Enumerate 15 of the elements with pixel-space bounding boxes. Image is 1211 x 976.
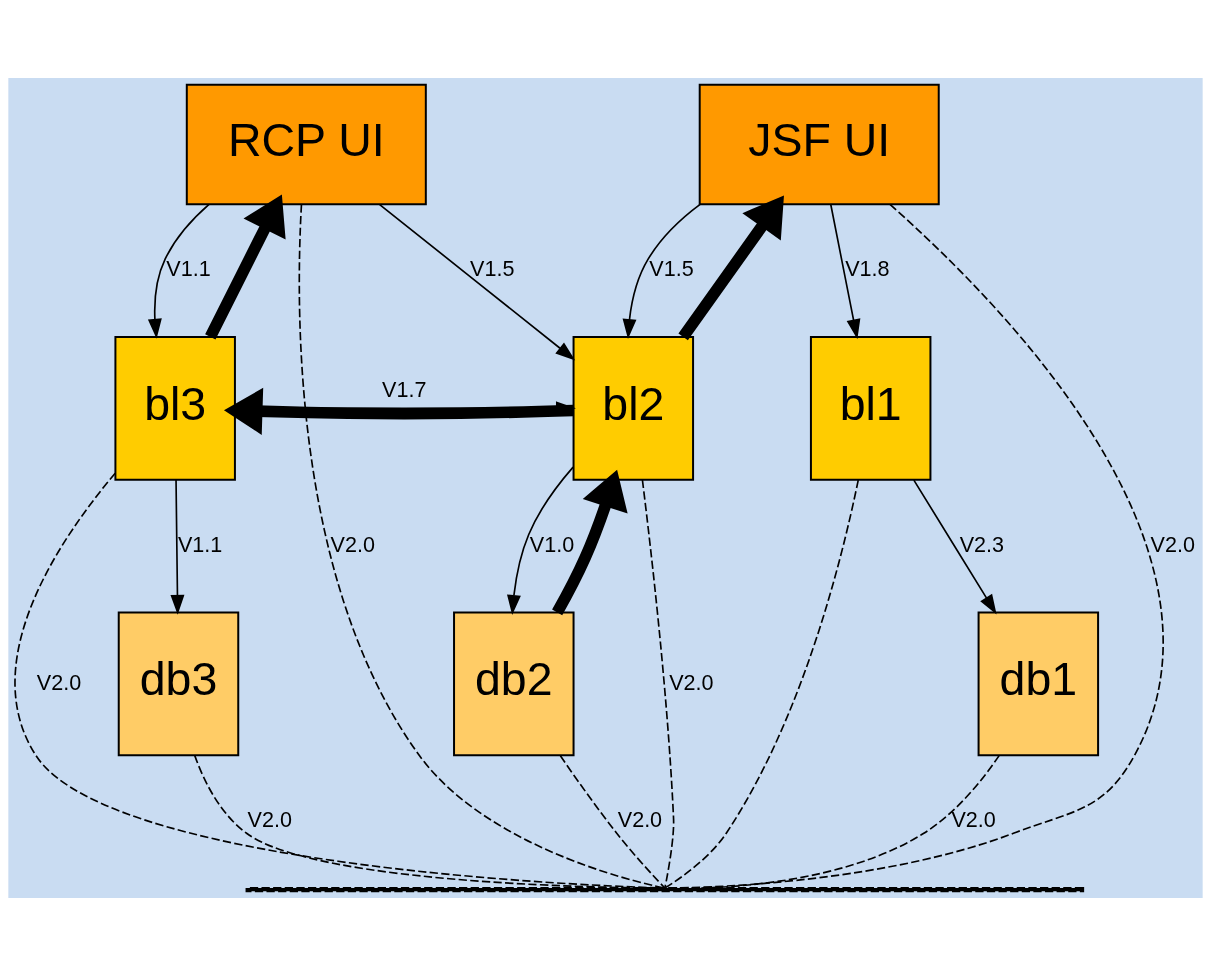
edge-label: V1.7 (382, 377, 427, 403)
edge-label: V1.5 (649, 256, 694, 282)
edge-label: V1.1 (166, 256, 211, 282)
edge-label: V1.5 (470, 256, 515, 282)
edge-label: V2.3 (959, 531, 1005, 557)
edge-label: V2.0 (617, 807, 663, 833)
edge-label: V2.0 (36, 669, 82, 695)
edge-label: V2.0 (1150, 531, 1195, 557)
edge-label: V1.1 (177, 531, 223, 557)
edge-label: V1.0 (529, 531, 575, 557)
edge-label: V1.8 (845, 256, 890, 282)
edge-label: V2.0 (951, 807, 996, 833)
edge-label: V2.0 (247, 807, 292, 833)
edge-label: V2.0 (669, 669, 714, 695)
edge-label: V2.0 (330, 531, 375, 557)
